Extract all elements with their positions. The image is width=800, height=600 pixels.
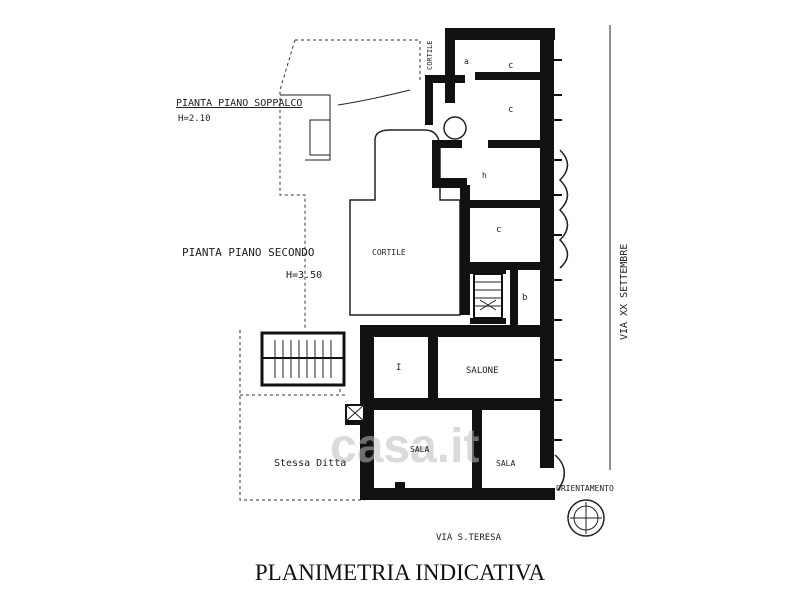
balconies xyxy=(558,149,569,269)
courtyard-outline xyxy=(349,129,461,316)
secondary-staircase xyxy=(473,273,503,319)
room-c3: c xyxy=(496,225,501,235)
facade-windows xyxy=(554,59,562,441)
room-cortile: CORTILE xyxy=(372,248,406,257)
room-salone: SALONE xyxy=(466,366,499,376)
neighbour-label: Stessa Ditta xyxy=(274,458,346,469)
watermark: casa.it xyxy=(330,420,479,473)
room-b: b xyxy=(522,293,527,303)
room-a: a xyxy=(464,57,469,66)
room-sala-left: SALA xyxy=(410,445,429,454)
north-arrow-icon xyxy=(567,499,605,537)
floor-title: PIANTA PIANO SECONDO xyxy=(182,246,314,259)
corner-balcony xyxy=(554,454,565,491)
room-h: h xyxy=(482,171,487,180)
floor-height: H=3.50 xyxy=(286,270,322,281)
mezzanine-title: PIANTA PIANO SOPPALCO xyxy=(176,98,302,109)
plan-caption: PLANIMETRIA INDICATIVA xyxy=(255,560,546,585)
mezzanine-height: H=2.10 xyxy=(178,114,211,124)
mezzanine-line xyxy=(337,89,411,106)
building-walls xyxy=(345,28,555,500)
spiral-stair xyxy=(443,116,467,140)
street-right-label: VIA XX SETTEMBRE xyxy=(619,244,630,340)
room-sala-right: SALA xyxy=(496,459,515,468)
room-c2: c xyxy=(508,105,513,115)
orientation-label: ORIENTAMENTO xyxy=(556,484,614,493)
main-staircase xyxy=(260,331,346,387)
room-cortile-top: CORTILE xyxy=(426,40,434,70)
room-c1: c xyxy=(508,61,513,71)
street-bottom-label: VIA S.TERESA xyxy=(436,533,502,543)
lift-shaft xyxy=(345,404,365,422)
room-i: I xyxy=(396,363,401,373)
